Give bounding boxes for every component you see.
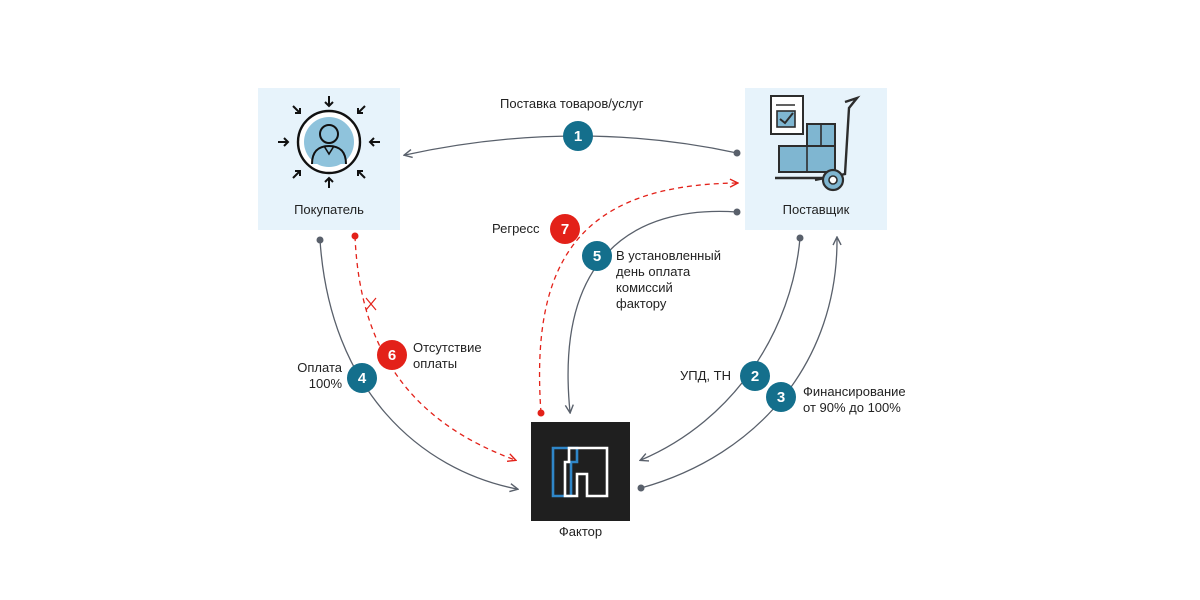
- buyer-node: Покупатель: [258, 88, 400, 230]
- step-7-badge: 7: [550, 214, 580, 244]
- step-3-badge: 3: [766, 382, 796, 412]
- factor-logo-icon: [551, 446, 609, 498]
- buyer-person-icon: [278, 96, 380, 188]
- factor-label: Фактор: [558, 524, 603, 539]
- arrow-step-7: [537, 183, 738, 417]
- step-2-label: УПД, ТН: [680, 368, 731, 383]
- supplier-label: Поставщик: [782, 202, 850, 217]
- factor-node: [531, 422, 630, 521]
- arrow-step-4: [316, 236, 518, 490]
- step-2-badge: 2: [740, 361, 770, 391]
- step-6-label: Отсутствие оплаты: [413, 340, 482, 371]
- step-6-badge: 6: [377, 340, 407, 370]
- arrow-step-6: [351, 232, 516, 461]
- step-3-label: Финансирование от 90% до 100%: [803, 384, 906, 415]
- step-1-label: Поставка товаров/услуг: [500, 96, 644, 111]
- buyer-label: Покупатель: [294, 202, 364, 217]
- step-5-badge: 5: [582, 241, 612, 271]
- step-4-label: Оплата 100%: [297, 360, 342, 391]
- step-1-badge: 1: [563, 121, 593, 151]
- step-5-label: В установленный день оплата комиссий фак…: [616, 248, 721, 311]
- supplier-cart-icon: [770, 95, 861, 192]
- step-4-badge: 4: [347, 363, 377, 393]
- cross-mark: [365, 297, 377, 311]
- supplier-node: Поставщик: [745, 88, 887, 230]
- step-7-label: Регресс: [492, 221, 540, 236]
